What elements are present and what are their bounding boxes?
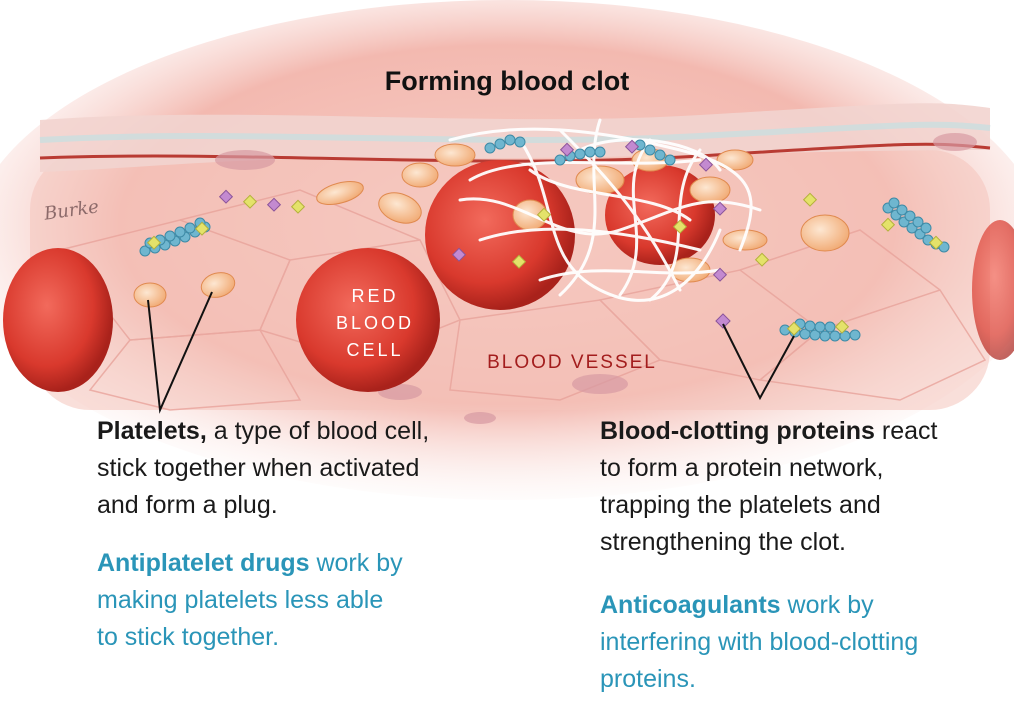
proteins-term: Blood-clotting proteins — [600, 417, 875, 445]
pointer-lines — [147, 291, 795, 414]
antiplatelet-line-3: to stick together. — [97, 623, 280, 651]
blood-vessel-label: BLOOD VESSEL — [487, 352, 657, 373]
anticoagulant-line-1-rest: work by — [780, 591, 874, 619]
red-blood-cell-left — [3, 248, 113, 392]
antiplatelet-line-1-rest: work by — [309, 549, 403, 577]
protein-markers — [146, 139, 944, 336]
proteins-line-2: to form a protein network, — [600, 454, 884, 482]
anticoagulant-line-1: Anticoagulants work by — [600, 587, 1010, 624]
antiplatelet-term: Antiplatelet drugs — [97, 549, 310, 577]
red-blood-cell-label-line: CELL — [346, 340, 404, 360]
anticoagulant-line-2: interfering with blood-clotting — [600, 628, 919, 656]
proteins-line-1: Blood-clotting proteins react — [600, 413, 1000, 450]
red-blood-cell — [296, 248, 440, 392]
vessel-wall-line-2 — [39, 142, 991, 163]
anticoagulant-description: Anticoagulants work by interfering with … — [600, 587, 1010, 698]
red-blood-cell-label: RED BLOOD CELL — [300, 283, 450, 364]
anticoagulant-term: Anticoagulants — [600, 591, 781, 619]
platelets-line-3: and form a plug. — [97, 491, 278, 519]
platelets-line-1-rest: a type of blood cell, — [206, 417, 430, 445]
proteins-line-3: trapping the platelets and — [600, 491, 881, 519]
clot-title: Forming blood clot — [384, 66, 630, 96]
proteins-description: Blood-clotting proteins react to form a … — [600, 413, 1000, 561]
red-blood-cell-label-line: RED — [351, 286, 399, 306]
proteins-line-4: strengthening the clot. — [600, 528, 846, 556]
platelets — [133, 143, 850, 308]
anticoagulant-line-3: proteins. — [600, 665, 696, 693]
antiplatelet-line-2: making platelets less able — [97, 586, 384, 614]
platelets-line-2: stick together when activated — [97, 454, 420, 482]
platelets-term: Platelets, — [97, 417, 207, 445]
antiplatelet-description: Antiplatelet drugs work by making platel… — [97, 545, 497, 656]
fibrin-network — [448, 118, 762, 302]
red-blood-cell-right-edge — [972, 220, 1014, 360]
proteins-line-1-rest: react — [874, 417, 938, 445]
red-blood-cell-label-line: BLOOD — [335, 313, 415, 333]
platelets-line-1: Platelets, a type of blood cell, — [97, 413, 517, 450]
antiplatelet-line-1: Antiplatelet drugs work by — [97, 545, 497, 582]
platelets-description: Platelets, a type of blood cell, stick t… — [97, 413, 517, 524]
